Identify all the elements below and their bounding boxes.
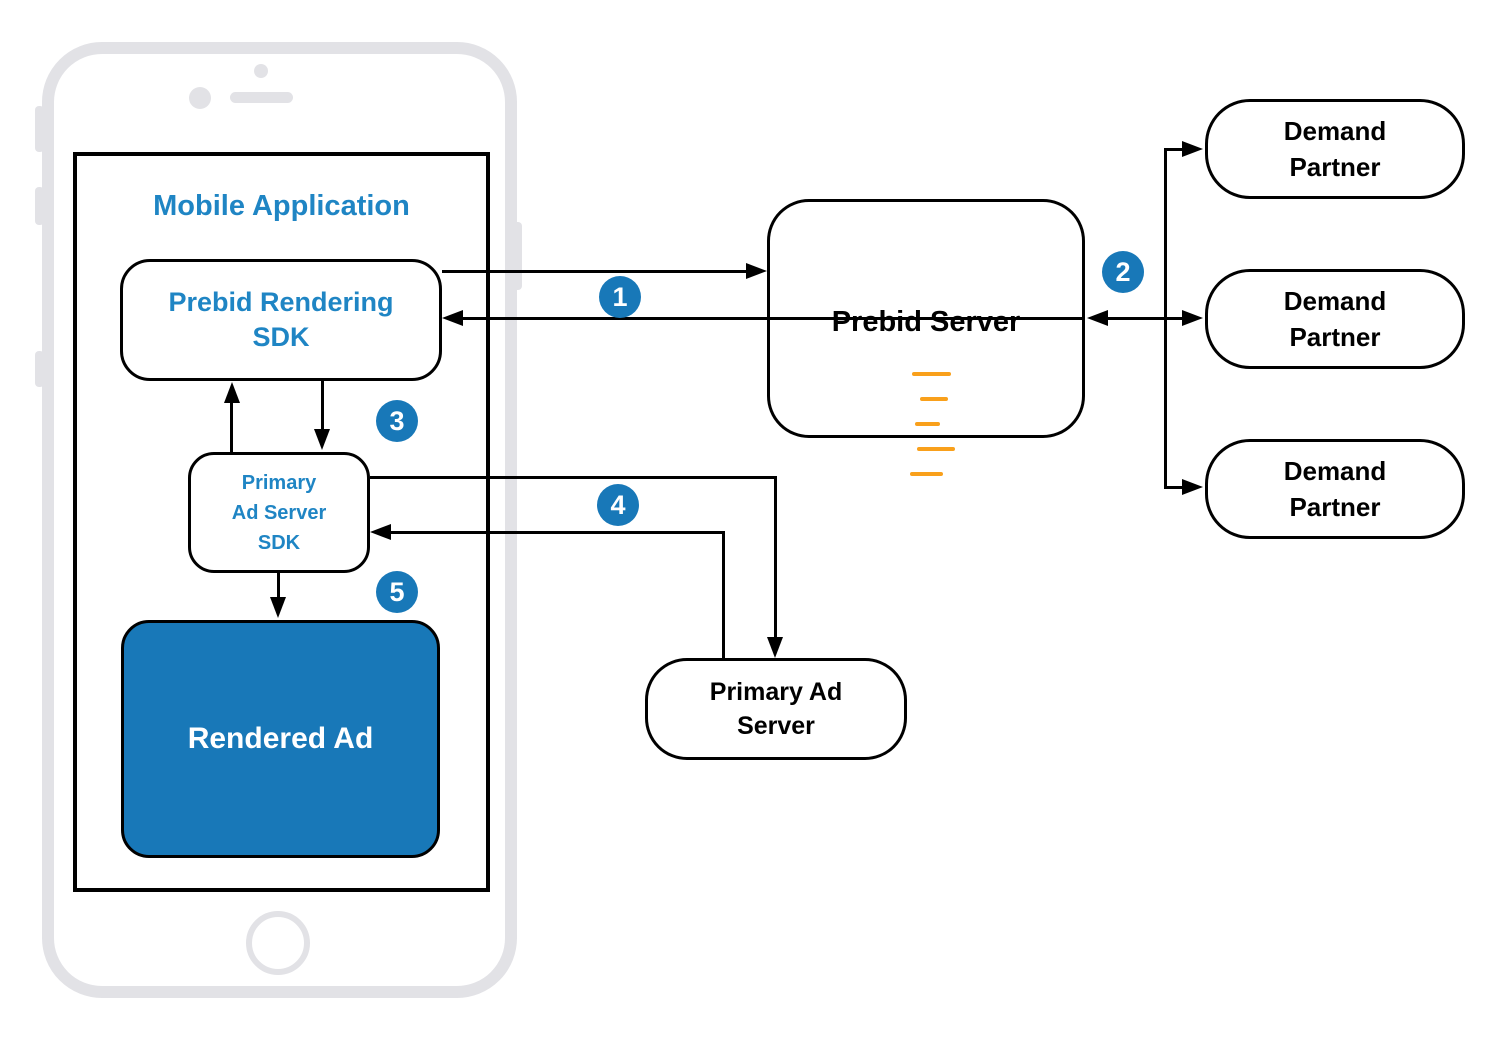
arrowhead-left-icon: [1087, 310, 1108, 326]
arrow-prebid-server-demand-line: [1108, 317, 1182, 320]
arrowhead-down-icon: [270, 597, 286, 618]
prebid-server-label: Prebid Server: [831, 306, 1021, 338]
step-badge-1: 1: [599, 276, 641, 318]
phone-sensor-dot-icon: [254, 64, 268, 78]
arrowhead-down-icon: [314, 429, 330, 450]
arrowhead-right-icon: [746, 263, 767, 279]
phone-mute-switch-icon: [35, 106, 44, 152]
phone-speaker-icon: [230, 92, 293, 103]
demand-partner-label-3: Demand Partner: [1283, 456, 1387, 522]
prebid-logo-icon: [902, 354, 962, 497]
primary-ad-server-sdk-node: Primary Ad Server SDK: [188, 452, 370, 573]
arrow-primary-ad-server-to-pas-sdk-h-line: [391, 531, 725, 534]
demand-partner-node-3: Demand Partner: [1205, 439, 1465, 539]
arrowhead-left-icon: [370, 524, 391, 540]
demand-branch-v-line: [1164, 148, 1167, 489]
demand-branch-bottom-spur-line: [1164, 486, 1184, 489]
step-badge-3: 3: [376, 400, 418, 442]
primary-ad-server-label: Primary Ad Server: [709, 678, 843, 740]
demand-partner-label-2: Demand Partner: [1283, 286, 1387, 352]
phone-power-button-icon: [513, 222, 522, 290]
arrowhead-down-icon: [767, 637, 783, 658]
arrowhead-left-icon: [442, 310, 463, 326]
arrowhead-right-icon: [1182, 310, 1203, 326]
mobile-application-title: Mobile Application: [153, 190, 410, 222]
rendered-ad-node: Rendered Ad: [121, 620, 440, 858]
demand-partner-label-1: Demand Partner: [1283, 116, 1387, 182]
arrowhead-right-icon: [1182, 141, 1203, 157]
phone-volume-up-button-icon: [35, 187, 44, 225]
arrowhead-right-icon: [1182, 479, 1203, 495]
arrow-sdk-to-pas-sdk-line: [321, 381, 324, 429]
phone-volume-down-button-icon: [35, 351, 44, 387]
prebid-rendering-sdk-node: Prebid Rendering SDK: [120, 259, 442, 381]
arrow-pas-sdk-to-primary-ad-server-h-line: [370, 476, 777, 479]
demand-partner-node-2: Demand Partner: [1205, 269, 1465, 369]
step-badge-5: 5: [376, 571, 418, 613]
step-badge-2: 2: [1102, 251, 1144, 293]
arrow-pas-sdk-to-rendered-ad-line: [277, 573, 280, 598]
arrow-pas-sdk-to-primary-ad-server-v-line: [774, 476, 777, 638]
rendered-ad-label: Rendered Ad: [187, 722, 374, 755]
demand-branch-top-spur-line: [1164, 148, 1184, 151]
phone-home-button: [246, 911, 310, 975]
step-badge-4: 4: [597, 484, 639, 526]
arrow-primary-ad-server-to-pas-sdk-v-line: [722, 531, 725, 658]
mobile-application-frame: [73, 152, 490, 892]
demand-partner-node-1: Demand Partner: [1205, 99, 1465, 199]
phone-front-camera-icon: [189, 87, 211, 109]
arrow-sdk-to-prebid-server-line: [442, 270, 747, 273]
primary-ad-server-sdk-label: Primary Ad Server SDK: [231, 471, 327, 554]
primary-ad-server-node: Primary Ad Server: [645, 658, 907, 760]
arrow-pas-sdk-to-sdk-line: [230, 402, 233, 452]
prebid-rendering-sdk-label: Prebid Rendering SDK: [168, 287, 394, 352]
arrow-prebid-server-to-sdk-line: [463, 317, 1085, 320]
arrowhead-up-icon: [224, 382, 240, 403]
